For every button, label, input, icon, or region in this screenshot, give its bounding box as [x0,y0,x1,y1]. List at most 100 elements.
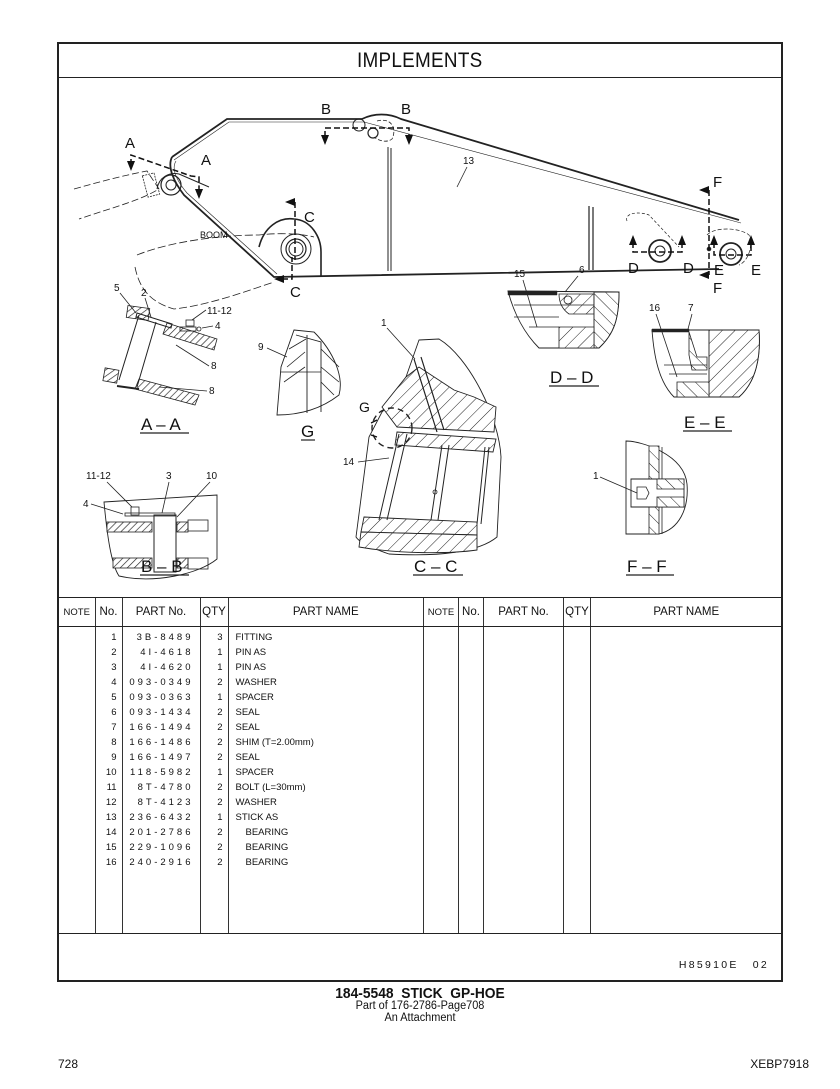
cell-part-name: BOLT (L=30mm) [227,780,423,795]
marker-d-right: D [683,260,694,277]
empty-cell [59,870,95,933]
cell-part-no: 166-1494 [121,720,200,735]
boom-label: BOOM [200,230,228,240]
cell-note [59,705,95,720]
col-header-note: NOTE [59,597,95,627]
g-detail-arrows [370,419,378,438]
col-header-no: No. [458,597,484,627]
empty-cell [423,626,459,933]
ff-callout-1: 1 [593,471,599,482]
view-ff-title: F – F [627,557,667,576]
cell-item-no: 14 [94,825,122,840]
cell-part-name: BEARING [227,825,423,840]
cell-note [59,780,95,795]
section-letters: A A B B C C D D E E F F [125,101,761,301]
view-bb-callouts: 11-12 3 10 4 [83,471,218,510]
marker-d-left: D [628,260,639,277]
cell-part-name: WASHER [227,675,423,690]
view-aa [102,305,218,406]
cell-part-name: STICK AS [227,810,423,825]
marker-a-right: A [201,152,211,169]
drawing-id: H85910E [678,959,739,971]
table-header-row: NOTE No. PART No. QTY PART NAME [423,597,782,627]
cell-item-no: 2 [94,645,122,660]
marker-f-top: F [713,174,722,191]
cell-note [59,675,95,690]
aa-callout-11-12: 11-12 [207,306,232,317]
aa-callout-5: 5 [114,283,120,294]
cell-item-no: 15 [94,840,122,855]
col-header-part-no: PART No. [121,597,200,627]
cell-item-no: 10 [94,765,122,780]
view-aa-title: A – A [141,415,181,434]
cell-item-no: 1 [94,626,122,645]
marker-a-left: A [125,135,135,152]
cell-note [59,795,95,810]
col-header-note: NOTE [423,597,459,627]
exploded-diagram: A A B B C C D D E E F F BOOM 13 [59,77,781,597]
section-title-bar: IMPLEMENTS [59,44,781,78]
cell-part-name: BEARING [227,855,423,870]
cell-item-no: 11 [94,780,122,795]
cell-item-no: 9 [94,750,122,765]
cell-qty: 1 [199,690,228,705]
cell-qty: 1 [199,645,228,660]
view-ff [625,440,688,535]
cell-part-name: SEAL [227,750,423,765]
table-header-row: NOTE No. PART No. QTY PART NAME [59,597,423,627]
aa-callout-4: 4 [215,321,221,332]
cell-part-name: SEAL [227,720,423,735]
view-dd [507,290,620,349]
cell-item-no: 6 [94,705,122,720]
col-header-part-name: PART NAME [227,597,423,627]
empty-cell [590,626,782,933]
dd-callout-6: 6 [579,265,585,276]
view-ee-callouts: 16 7 [649,303,694,314]
cell-item-no: 3 [94,660,122,675]
cell-part-name: SHIM (T=2.00mm) [227,735,423,750]
cell-part-no: 3B-8489 [121,626,200,645]
g-callout-9: 9 [258,342,264,353]
view-aa-leaders [119,292,214,392]
marker-c-top: C [304,209,315,226]
part-of-reference: Part of 176-2786-Page708 [355,1000,485,1012]
table-filler-row [423,626,782,933]
cell-part-no: 093-1434 [121,705,200,720]
cell-note [59,627,95,646]
empty-cell [227,870,423,933]
section-arrows [127,135,755,283]
empty-cell [94,870,122,933]
cell-qty: 2 [199,735,228,750]
diagram-svg: A A B B C C D D E E F F BOOM 13 [73,101,761,580]
cell-note [59,660,95,675]
view-dd-callouts: 15 6 [514,265,585,280]
cell-qty: 1 [199,765,228,780]
view-cc-title: C – C [414,557,457,576]
cell-part-no: 8T-4123 [121,795,200,810]
cell-part-no: 201-2786 [121,825,200,840]
view-g [276,329,341,416]
stick-main-view [73,113,752,310]
aa-callout-8b: 8 [209,386,215,397]
cell-part-no: 4I-4620 [121,660,200,675]
cc-marker-g: G [359,399,370,415]
cell-part-no: 093-0363 [121,690,200,705]
cell-note [59,810,95,825]
